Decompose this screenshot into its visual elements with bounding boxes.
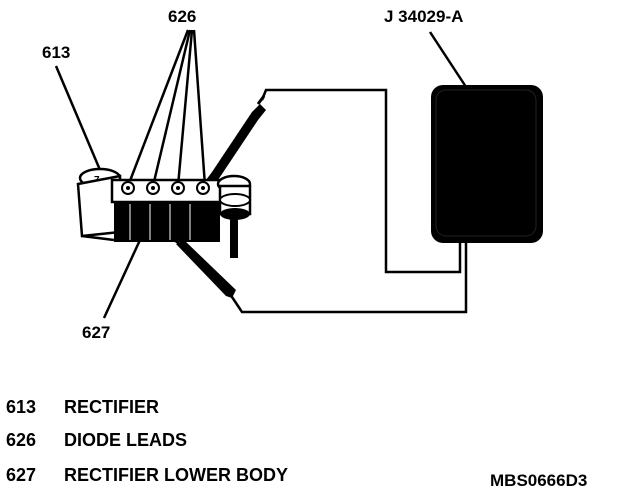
callout-tester: J 34029-A xyxy=(384,7,463,26)
legend-number: 613 xyxy=(6,397,36,417)
legend-label: RECTIFIER xyxy=(64,397,159,417)
callout-626: 626 xyxy=(168,7,196,26)
leader-626 xyxy=(126,29,207,187)
legend-number: 627 xyxy=(6,465,36,485)
legend-label: DIODE LEADS xyxy=(64,430,187,450)
legend-item: 626 DIODE LEADS xyxy=(6,430,187,450)
legend-number: 626 xyxy=(6,430,36,450)
legend-item: 613 RECTIFIER xyxy=(6,397,159,417)
callout-613: 613 xyxy=(42,43,70,62)
leader-tester xyxy=(428,31,470,91)
test-lead-wires xyxy=(228,88,468,314)
legend: 613 RECTIFIER 626 DIODE LEADS 627 RECTIF… xyxy=(6,397,288,485)
leader-613 xyxy=(54,65,102,171)
callout-627: 627 xyxy=(82,323,110,342)
tester-unit xyxy=(431,85,543,243)
legend-label: RECTIFIER LOWER BODY xyxy=(64,465,288,485)
leader-627 xyxy=(102,239,142,319)
figure-code: MBS0666D3 xyxy=(490,471,587,490)
rectifier-lower-body xyxy=(114,202,220,242)
legend-item: 627 RECTIFIER LOWER BODY xyxy=(6,465,288,485)
lower-probe xyxy=(169,237,236,298)
rectifier-assembly: 7 xyxy=(76,167,252,258)
